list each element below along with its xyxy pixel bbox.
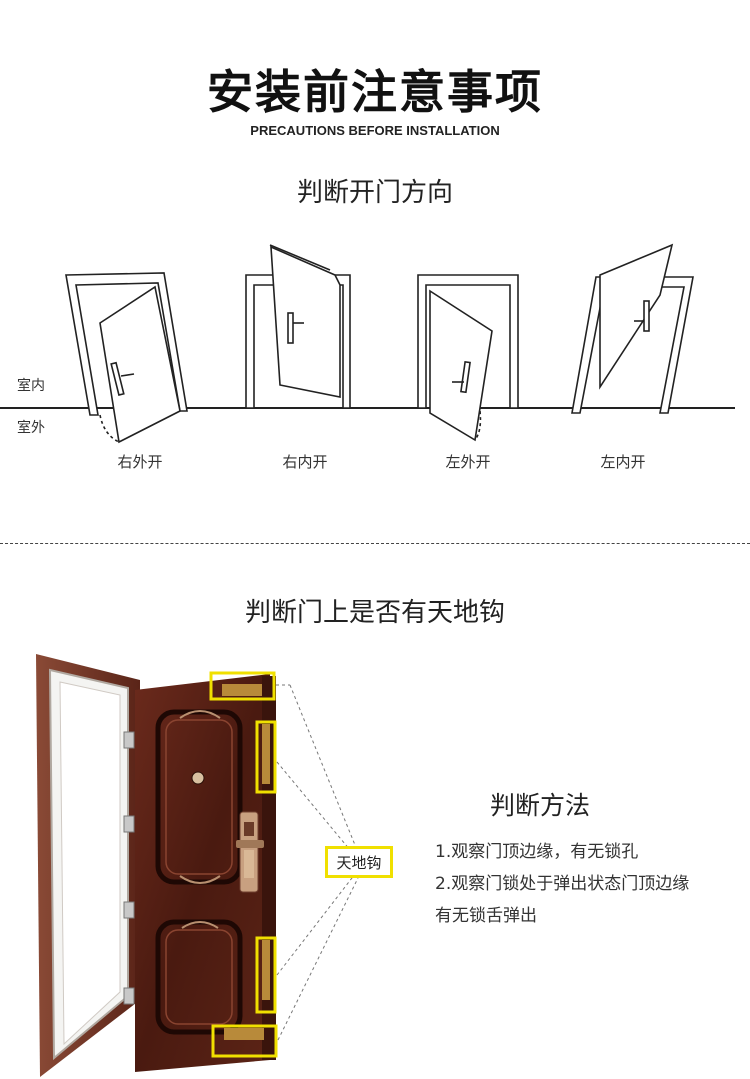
method-line-1: 1.观察门顶边缘，有无锁孔 xyxy=(435,842,639,862)
outdoor-label: 室外 xyxy=(17,420,45,436)
door-right-outward-figure xyxy=(65,272,188,444)
method-title: 判断方法 xyxy=(489,791,590,820)
highlight-top-hook xyxy=(209,671,276,701)
door-label-left-outward: 左外开 xyxy=(445,453,491,471)
highlight-top-bolt xyxy=(255,720,277,794)
method-line-2: 2.观察门锁处于弹出状态门顶边缘 xyxy=(435,874,690,894)
door-label-left-inward: 左内开 xyxy=(600,453,646,471)
door-left-inward-figure xyxy=(571,243,694,414)
indoor-label: 室内 xyxy=(17,378,45,394)
page-title: 安装前注意事项 xyxy=(207,65,543,119)
page-subtitle: PRECAUTIONS BEFORE INSTALLATION xyxy=(250,123,500,138)
security-door-illustration xyxy=(36,654,359,1077)
door-direction-diagram xyxy=(0,243,735,444)
door-label-right-outward: 右外开 xyxy=(117,453,163,471)
highlight-bottom-bolt xyxy=(255,936,277,1014)
door-left-outward-figure xyxy=(417,274,519,442)
highlight-bottom-hook xyxy=(211,1024,278,1058)
section-divider xyxy=(0,543,750,544)
door-label-right-inward: 右内开 xyxy=(282,453,328,471)
section-hook-title: 判断门上是否有天地钩 xyxy=(244,598,505,628)
method-line-3: 有无锁舌弹出 xyxy=(435,906,537,926)
hook-tag: 天地钩 xyxy=(325,846,393,878)
section-opening-direction-title: 判断开门方向 xyxy=(296,178,453,208)
door-right-inward-figure xyxy=(245,244,351,409)
